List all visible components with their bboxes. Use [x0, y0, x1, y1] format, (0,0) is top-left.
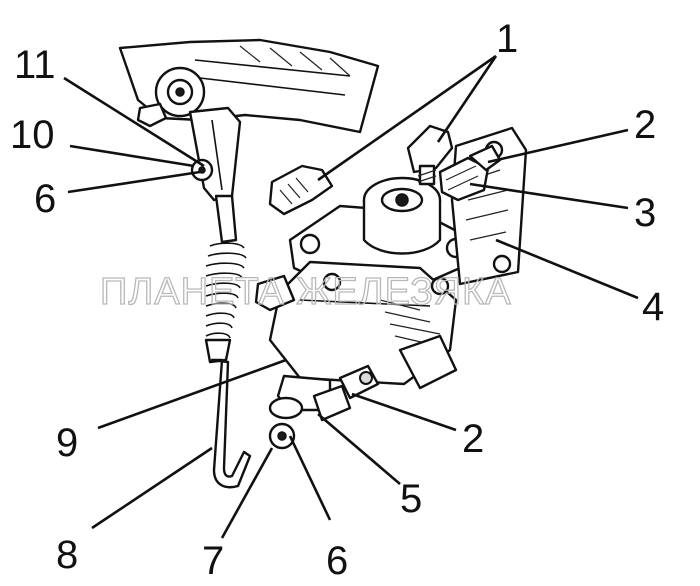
- callout-3: 3: [634, 191, 656, 235]
- leader-6a: [67, 170, 201, 194]
- callout-11: 11: [14, 43, 56, 87]
- leader-7: [220, 447, 274, 539]
- callout-2-bottom: 2: [462, 417, 484, 461]
- fitting-nuts: [438, 144, 502, 202]
- control-rod: [204, 194, 252, 489]
- leader-11: [63, 76, 205, 168]
- callout-8: 8: [56, 533, 78, 577]
- adjusting-screw: [312, 364, 380, 422]
- leader-8: [91, 446, 213, 530]
- callout-4: 4: [642, 285, 664, 329]
- leader-1a: [436, 55, 498, 143]
- mounting-frame: [118, 38, 380, 134]
- callout-6-left: 6: [34, 177, 56, 221]
- leader-3: [469, 182, 629, 210]
- callout-10: 10: [10, 113, 55, 157]
- callout-5: 5: [400, 477, 422, 521]
- callout-2-top: 2: [634, 103, 656, 147]
- leader-10: [69, 144, 195, 168]
- leader-4: [495, 238, 639, 300]
- leader-lines: [63, 54, 639, 539]
- watermark-text: ПЛАНЕТА ЖЕЛЕЗЯКА: [100, 271, 512, 313]
- leader-1b: [317, 54, 497, 182]
- leader-6b: [288, 435, 332, 521]
- leader-2b: [351, 392, 457, 432]
- valve-body: [254, 176, 472, 450]
- leader-2a: [487, 128, 629, 164]
- hose-fittings: [268, 124, 454, 216]
- callout-labels: 1 2 3 4 2 5 6 7 8 9 6 10 11: [10, 17, 664, 583]
- leader-5: [317, 413, 401, 485]
- leader-9: [97, 358, 287, 430]
- valve-lever: [188, 106, 242, 202]
- callout-9: 9: [56, 421, 78, 465]
- callout-1: 1: [496, 17, 518, 61]
- callout-6-bottom: 6: [326, 539, 348, 583]
- callout-7: 7: [202, 539, 224, 583]
